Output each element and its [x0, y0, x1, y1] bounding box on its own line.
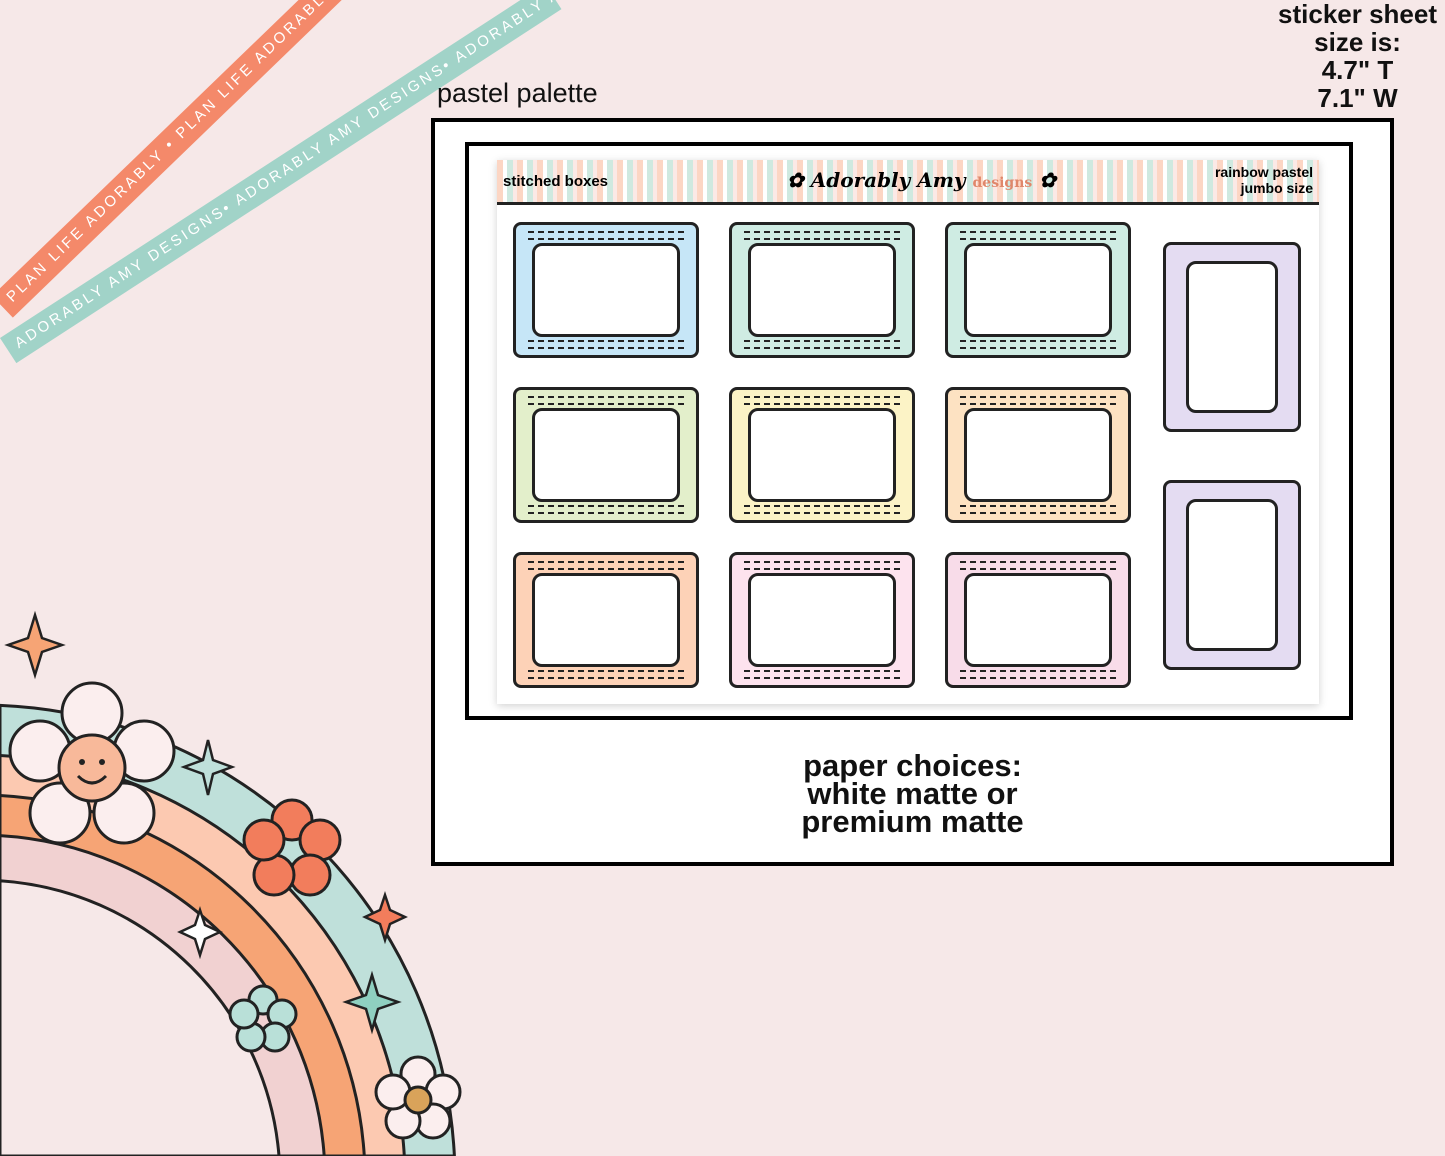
- sparkle-icons: [4, 610, 408, 1035]
- stitched-box-sticker: [945, 552, 1131, 688]
- variant-line2: jumbo size: [1240, 180, 1313, 196]
- size-line1: sticker sheet: [1278, 0, 1437, 29]
- white-flower-icon: [374, 1055, 462, 1140]
- brand-suffix: designs: [972, 175, 1033, 191]
- size-width: 7.1" W: [1317, 83, 1398, 113]
- vertical-stitched-box-sticker: [1163, 480, 1301, 670]
- teal-flower-icon: [228, 984, 298, 1053]
- sticker-sheet: stitched boxes ✿ Adorably Amy designs ✿ …: [497, 160, 1319, 704]
- stitched-box-sticker: [513, 552, 699, 688]
- paper-choices: paper choices: white matte or premium ma…: [435, 748, 1390, 839]
- paper-line1: paper choices:: [803, 748, 1022, 783]
- size-line2: size is:: [1314, 27, 1401, 57]
- sheet-size-info: sticker sheet size is: 4.7" T 7.1" W: [1278, 0, 1437, 112]
- stitched-box-sticker: [513, 387, 699, 523]
- stitched-box-sticker: [513, 222, 699, 358]
- stitched-box-sticker: [729, 387, 915, 523]
- brand-logo: ✿ Adorably Amy designs ✿: [787, 168, 1056, 192]
- rainbow-decoration: [0, 610, 462, 1156]
- paper-line2: white matte or: [807, 776, 1018, 811]
- vertical-stitched-box-sticker: [1163, 242, 1301, 432]
- sheet-frame: stitched boxes ✿ Adorably Amy designs ✿ …: [465, 142, 1353, 720]
- stitched-box-sticker: [729, 552, 915, 688]
- size-height: 4.7" T: [1321, 55, 1394, 85]
- paper-line3: premium matte: [801, 804, 1024, 839]
- sheet-header: stitched boxes ✿ Adorably Amy designs ✿ …: [497, 160, 1319, 205]
- palette-label: pastel palette: [437, 78, 598, 108]
- sheet-variant: rainbow pastel jumbo size: [1215, 164, 1313, 196]
- rainbow-inner: [0, 879, 281, 1156]
- orange-flower-icon: [242, 798, 342, 897]
- stitched-box-sticker: [945, 387, 1131, 523]
- stitched-box-sticker: [945, 222, 1131, 358]
- daisy-smiley-icon: [8, 681, 176, 845]
- stitched-box-sticker: [729, 222, 915, 358]
- sheet-title: stitched boxes: [503, 173, 609, 190]
- plan-life-adorably-ribbon: PLAN LIFE ADORABLY • PLAN LIFE ADORABLY …: [0, 0, 395, 318]
- product-frame: stitched boxes ✿ Adorably Amy designs ✿ …: [431, 118, 1394, 866]
- variant-line1: rainbow pastel: [1214, 164, 1313, 180]
- brand-name: Adorably Amy: [810, 168, 966, 192]
